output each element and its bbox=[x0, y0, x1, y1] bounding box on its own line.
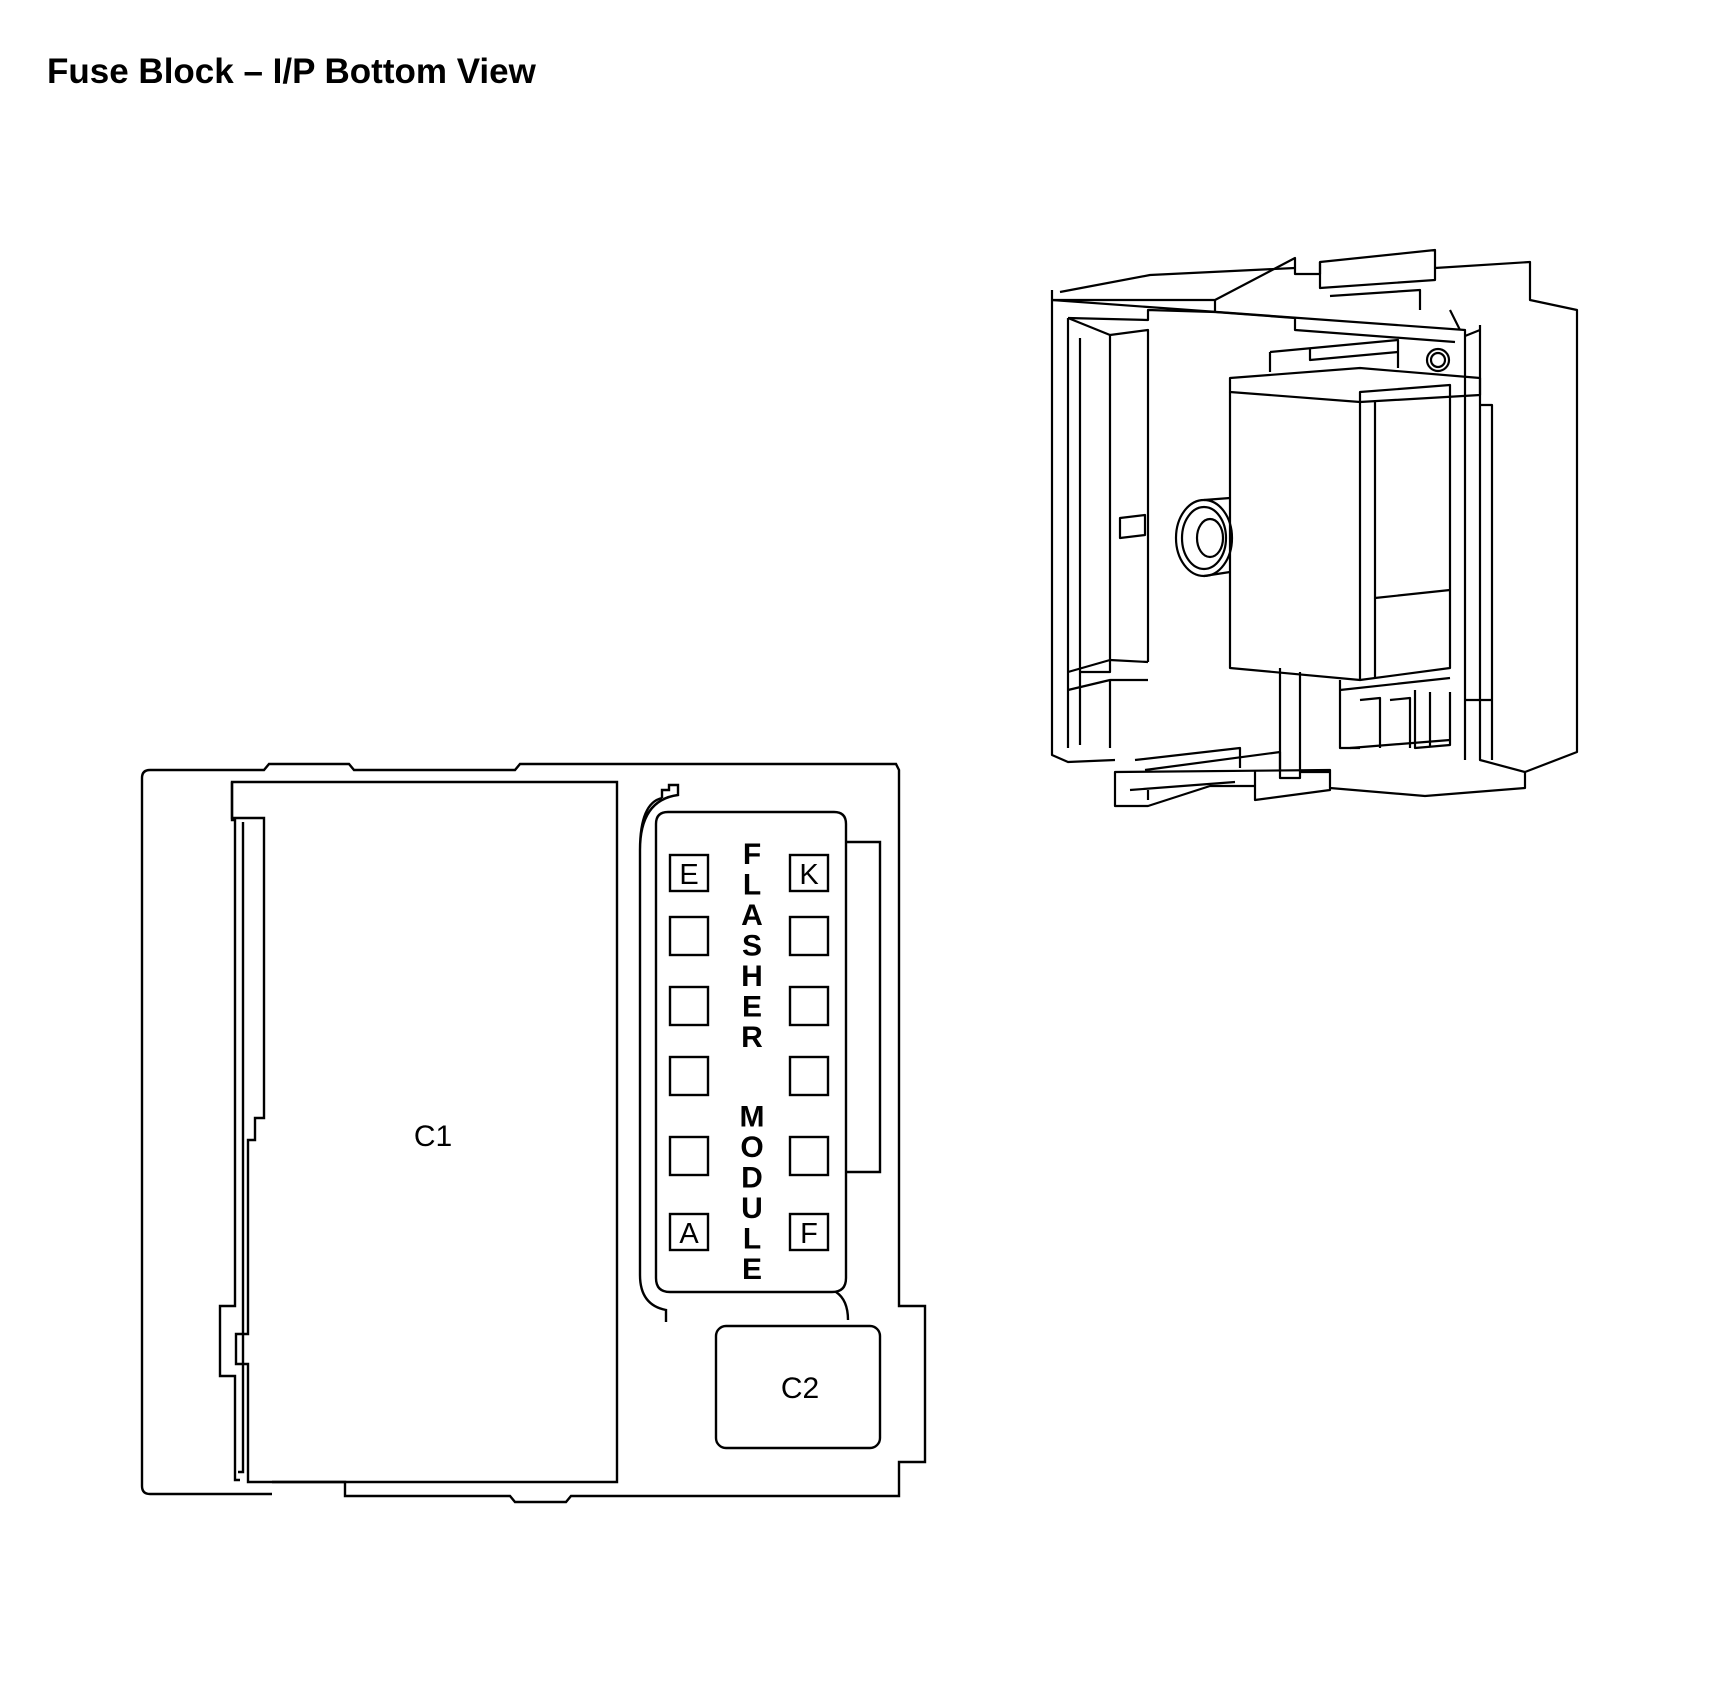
pin-cavity bbox=[788, 1055, 830, 1097]
flasher-module-slot bbox=[638, 783, 680, 1322]
pin-cavity-e bbox=[668, 853, 710, 893]
pin-cavity bbox=[788, 915, 830, 957]
pin-cavity bbox=[788, 1135, 830, 1177]
connector-c2: C2 bbox=[714, 1324, 882, 1450]
pin-cavity bbox=[668, 1055, 710, 1097]
connector-c2-outline bbox=[714, 1324, 882, 1450]
pin-cavity bbox=[668, 1135, 710, 1177]
pin-label-e: E bbox=[679, 859, 698, 891]
pin-cavity-a bbox=[668, 1212, 710, 1252]
bottom-view-outline bbox=[140, 762, 927, 1504]
pin-cavity bbox=[788, 985, 830, 1027]
connector-c1-label: C1 bbox=[414, 1120, 452, 1153]
pin-label-a: A bbox=[679, 1218, 699, 1250]
flasher-pin-cavities bbox=[668, 853, 830, 1252]
flasher-module-body bbox=[654, 810, 848, 1294]
pin-cavity bbox=[668, 915, 710, 957]
pin-cavity-f bbox=[788, 1212, 830, 1252]
connector-c2-label: C2 bbox=[781, 1372, 819, 1405]
fuse-block-isometric-view bbox=[1050, 248, 1579, 808]
isometric-mounting-boss bbox=[1174, 496, 1234, 578]
pin-cavity bbox=[668, 985, 710, 1027]
pin-label-f: F bbox=[800, 1218, 818, 1250]
pin-cavity-k bbox=[788, 853, 830, 893]
isometric-housing bbox=[1050, 248, 1579, 808]
page-title: Fuse Block – I/P Bottom View bbox=[47, 52, 536, 91]
connector-c1-outline bbox=[230, 780, 619, 1484]
pin-label-k: K bbox=[799, 859, 819, 891]
connector-c1: C1 bbox=[230, 780, 619, 1484]
